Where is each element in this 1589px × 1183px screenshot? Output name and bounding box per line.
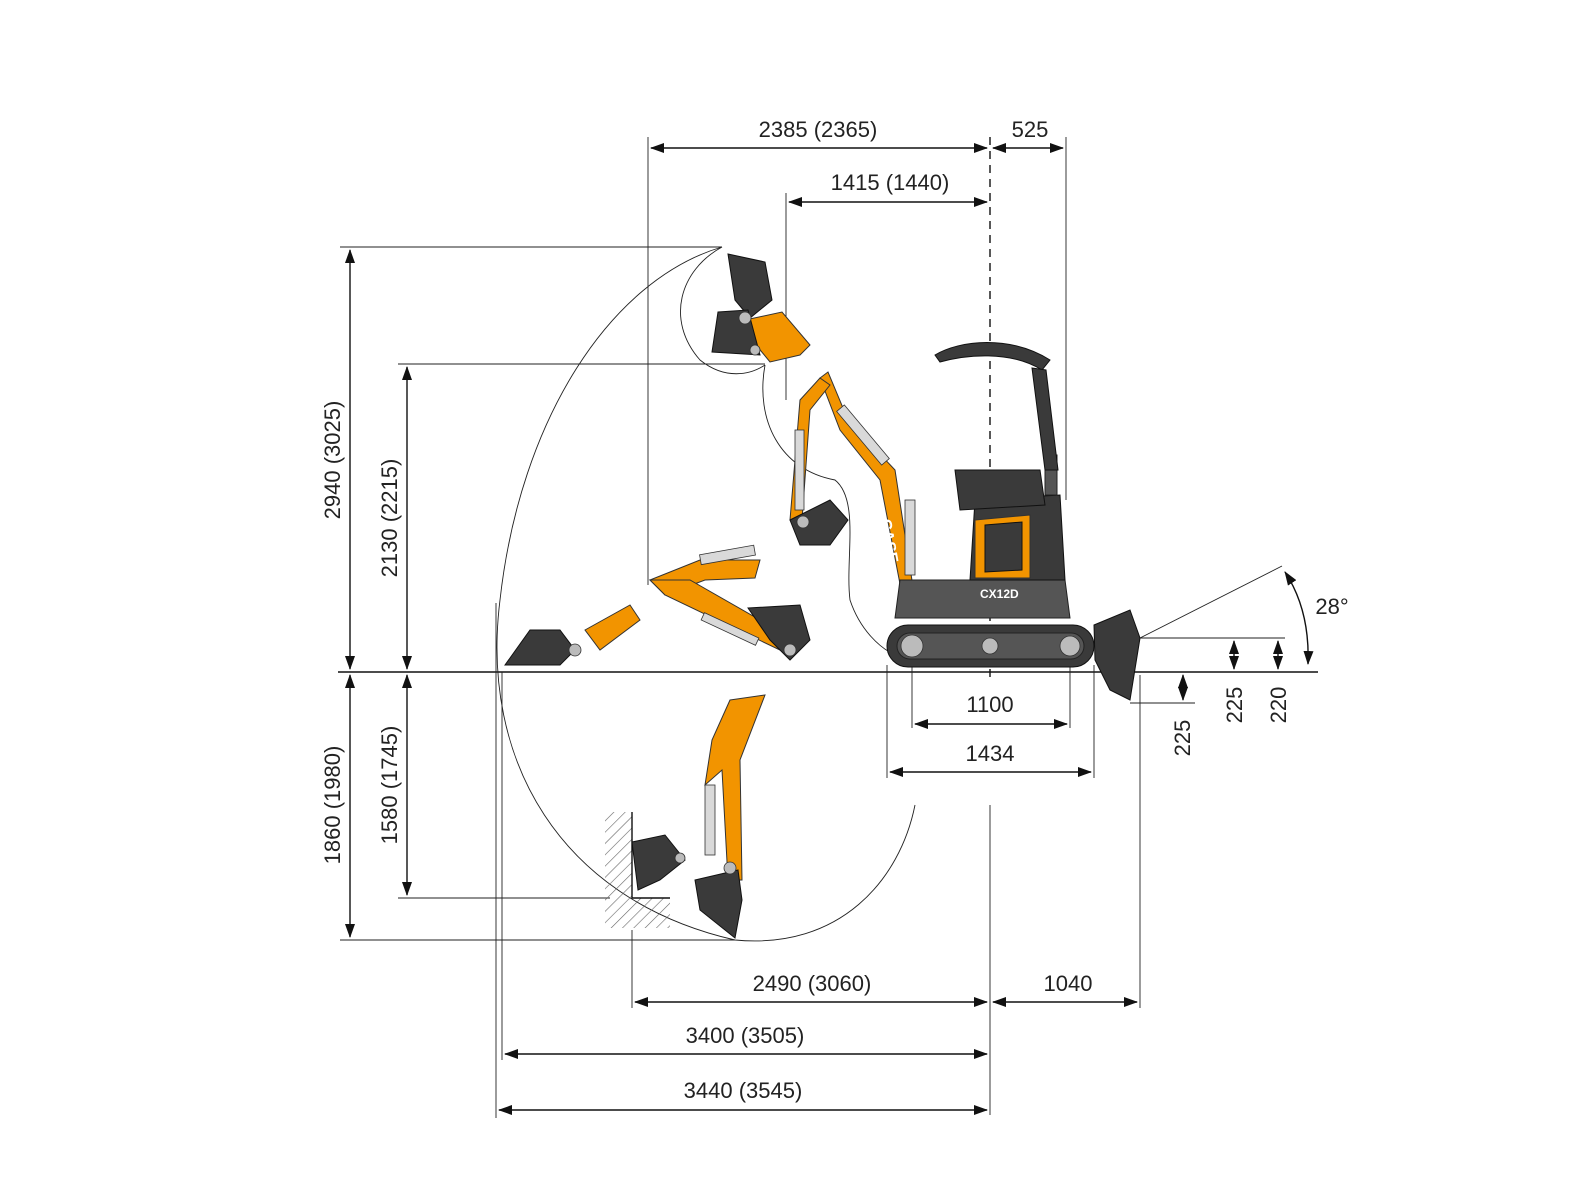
label-blade-reach: 1040 [1044, 971, 1093, 996]
excavator-machine: CX12D CASE [876, 342, 1141, 701]
label-blade-depth: 225 [1170, 720, 1195, 757]
arm-pose-max-height [711, 253, 811, 363]
label-top-rear-overhang: 525 [1012, 117, 1049, 142]
label-blade-height-left: 225 [1222, 687, 1247, 724]
label-reach-vertical-wall: 2490 (3060) [753, 971, 872, 996]
model-label: CX12D [980, 587, 1019, 601]
label-max-height: 2940 (3025) [320, 401, 345, 520]
arm-pose-dig-depth [631, 694, 766, 939]
label-reach-ground: 3400 (3505) [686, 1023, 805, 1048]
dimension-labels: 2385 (2365) 525 1415 (1440) 2940 (3025) … [320, 117, 1349, 1103]
label-track-length: 1434 [966, 741, 1015, 766]
label-blade-angle: 28° [1315, 594, 1348, 619]
label-max-reach: 3440 (3545) [684, 1078, 803, 1103]
label-dig-depth: 1860 (1980) [320, 746, 345, 865]
extension-lines [340, 137, 1285, 1118]
label-vertical-wall-depth: 1580 (1745) [377, 726, 402, 845]
dimension-lines [345, 143, 1314, 1115]
reach-envelope [496, 246, 916, 942]
label-top-reach-outer: 2385 (2365) [759, 117, 878, 142]
arm-pose-reach [504, 544, 811, 666]
label-dump-height: 2130 (2215) [377, 459, 402, 578]
label-blade-height-right: 220 [1266, 687, 1291, 724]
arm-pose-main [789, 371, 916, 612]
vertical-wall-trench [605, 812, 670, 928]
label-top-reach-inner: 1415 (1440) [831, 170, 950, 195]
label-track-center-length: 1100 [966, 692, 1013, 717]
